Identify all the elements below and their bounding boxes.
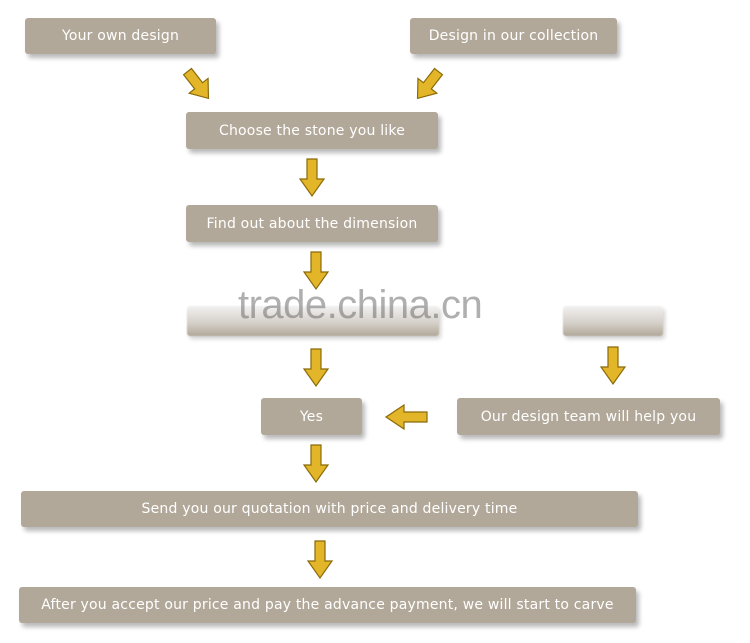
obscured-left-box [187,306,439,336]
quotation-label: Send you our quotation with price and de… [141,501,518,517]
arrow-down-icon [599,346,627,386]
your-own-design-label: Your own design [61,28,180,44]
choose-stone-box: Choose the stone you like [186,112,438,149]
yes-box: Yes [261,398,362,435]
arrow-left-icon [384,403,428,431]
your-own-design-box: Your own design [25,18,216,54]
design-team-box: Our design team will help you [457,398,720,435]
quotation-box: Send you our quotation with price and de… [21,491,638,527]
arrow-down-icon [302,444,330,484]
arrow-down-icon [302,251,330,291]
find-dimension-box: Find out about the dimension [186,205,438,242]
arrow-down-right-icon [182,67,210,100]
choose-stone-label: Choose the stone you like [218,122,406,139]
yes-label: Yes [299,408,324,425]
arrow-down-left-icon [416,67,444,100]
obscured-right-box [563,306,663,336]
design-in-collection-box: Design in our collection [410,18,617,54]
arrow-down-icon [302,348,330,388]
arrow-down-icon [306,540,334,580]
start-carve-label: After you accept our price and pay the a… [41,597,614,613]
find-dimension-label: Find out about the dimension [206,215,418,232]
arrow-down-icon [298,158,326,198]
start-carve-box: After you accept our price and pay the a… [19,587,636,623]
design-team-label: Our design team will help you [480,408,697,425]
design-in-collection-label: Design in our collection [428,28,599,44]
watermark-text: trade.china.cn [238,283,483,327]
